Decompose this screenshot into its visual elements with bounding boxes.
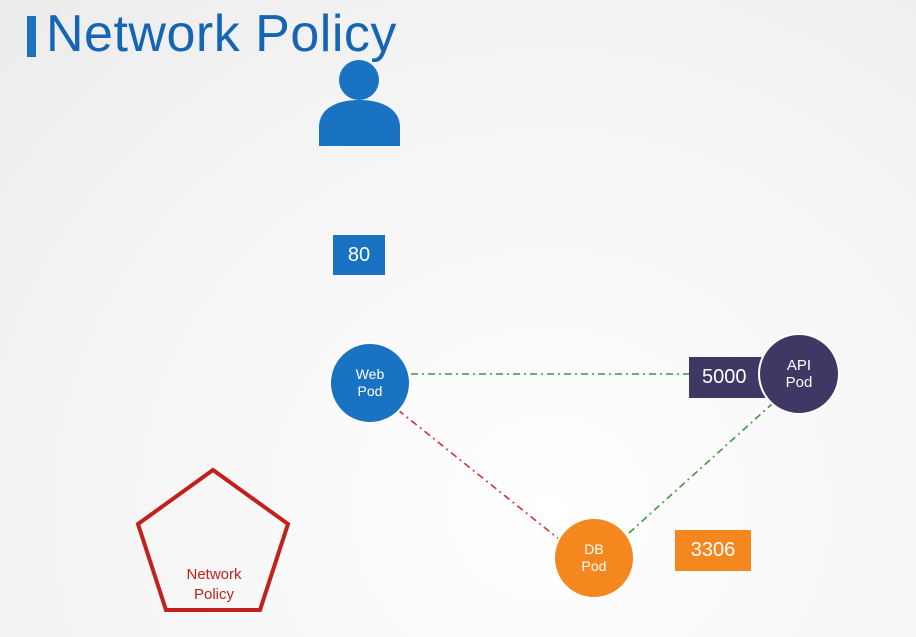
link-web-db xyxy=(397,409,561,541)
db-pod-label: DB Pod xyxy=(581,541,607,574)
web-pod xyxy=(329,342,411,424)
api-pod-label: API Pod xyxy=(785,357,813,391)
web-pod-label: Web Pod xyxy=(355,366,385,399)
db-pod xyxy=(553,517,635,599)
link-db-api xyxy=(628,403,773,534)
title-accent-bar xyxy=(27,16,36,57)
page-title: Network Policy xyxy=(46,5,397,63)
web-port-badge: 80 xyxy=(333,235,385,275)
db-port-badge: 3306 xyxy=(675,530,751,571)
network-policy-label: Network Policy xyxy=(186,566,242,603)
user-icon xyxy=(319,60,400,146)
pentagon-icon xyxy=(135,467,291,612)
